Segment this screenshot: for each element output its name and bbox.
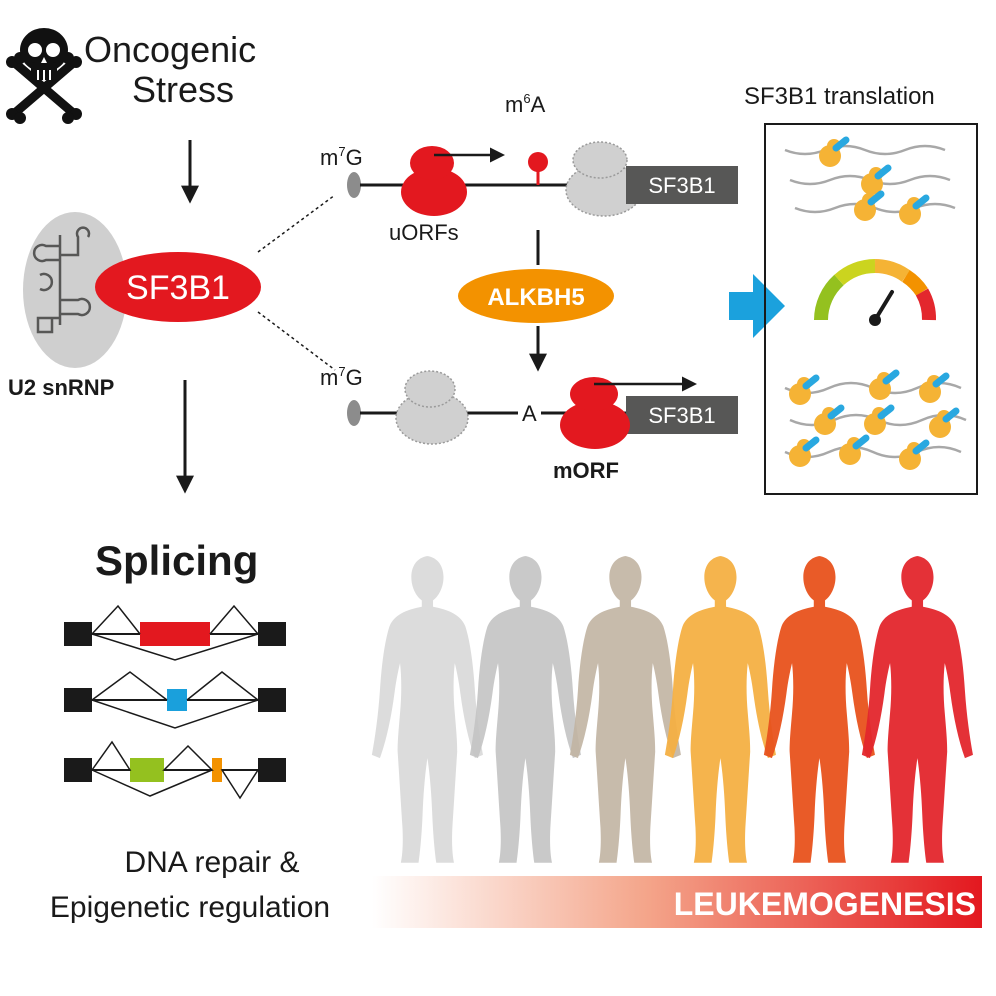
alkbh5-label: ALKBH5	[487, 284, 584, 311]
ribosome-icon	[839, 434, 870, 465]
u2-snrnp-complex	[23, 212, 261, 368]
sf3b1-orf-box-top	[626, 166, 738, 204]
uorf-ribosome-icon	[401, 146, 467, 216]
sf3b1-gene-label-bottom: SF3B1	[648, 403, 715, 428]
ribosome-icon	[854, 190, 885, 221]
svg-text:m7G: m7G	[320, 144, 363, 170]
released-ribosome-icon	[395, 370, 469, 445]
outcome-line1: DNA repair &	[124, 846, 299, 879]
ribosome-icon	[864, 404, 895, 435]
svg-text:m6A: m6A	[505, 91, 546, 117]
human-silhouette-6	[861, 556, 973, 863]
ribosome-icon	[869, 369, 900, 400]
leukemia-progression-figures	[371, 556, 973, 863]
stalled-ribosome-icon	[565, 141, 643, 217]
bottom-mrna: m7G A SF3B1 mORF	[320, 364, 738, 483]
human-silhouette-4	[664, 556, 776, 863]
dotted-connector-bottom	[257, 311, 336, 371]
uorfs-label: uORFs	[389, 220, 459, 245]
ribosome-icon	[861, 164, 892, 195]
human-silhouette-3	[569, 556, 681, 863]
stress-title-line1: Oncogenic	[84, 29, 256, 70]
ribosome-icon	[899, 439, 930, 470]
ribosome-icon	[929, 407, 960, 438]
human-silhouette-1	[371, 556, 483, 863]
alkbh5-enzyme	[458, 269, 614, 323]
ribosome-icon	[789, 374, 820, 405]
splicing-title: Splicing	[95, 537, 258, 584]
ribosomes-high-density	[789, 369, 960, 470]
top-mrna: m7G m6A uORFs SF3B1	[320, 91, 738, 245]
morf-label: mORF	[553, 458, 619, 483]
m7g-cap-icon-bottom	[347, 400, 361, 426]
sf3b1-orf-box-bottom	[626, 396, 738, 434]
adenosine-label: A	[522, 401, 537, 426]
skull-crossbones-icon	[6, 28, 82, 124]
snrna-structure-icon	[32, 226, 92, 334]
ribosome-icon	[814, 404, 845, 435]
splicing-event-2	[64, 671, 286, 729]
sf3b1-gene-label-top: SF3B1	[648, 173, 715, 198]
morf-ribosome-icon	[560, 377, 630, 449]
ribosome-icon	[789, 436, 820, 467]
human-silhouette-5	[763, 556, 875, 863]
stress-title-line2: Stress	[132, 69, 234, 110]
dotted-connector-top	[257, 194, 336, 253]
ribosome-icon	[919, 372, 950, 403]
splicing-event-1	[64, 604, 286, 661]
ribosome-icon	[899, 194, 930, 225]
translation-title: SF3B1 translation	[744, 83, 935, 110]
translation-panel	[764, 123, 978, 495]
ribosome-icon	[819, 136, 850, 167]
leukemogenesis-gradient-bar	[372, 876, 982, 928]
m7g-cap-icon	[347, 172, 361, 198]
svg-text:m7G: m7G	[320, 364, 363, 390]
m6a-mark-icon	[528, 152, 548, 185]
outcome-line2: Epigenetic regulation	[50, 891, 330, 924]
sf3b1-protein-label: SF3B1	[126, 269, 230, 307]
ribosomes-low-density	[819, 136, 930, 225]
splicing-event-3	[64, 740, 286, 800]
leukemogenesis-label: LEUKEMOGENESIS	[674, 886, 976, 922]
u2-snrnp-label: U2 snRNP	[8, 375, 114, 400]
human-silhouette-2	[469, 556, 581, 863]
speedometer-icon	[814, 259, 936, 326]
blue-arrow-icon	[729, 274, 785, 338]
